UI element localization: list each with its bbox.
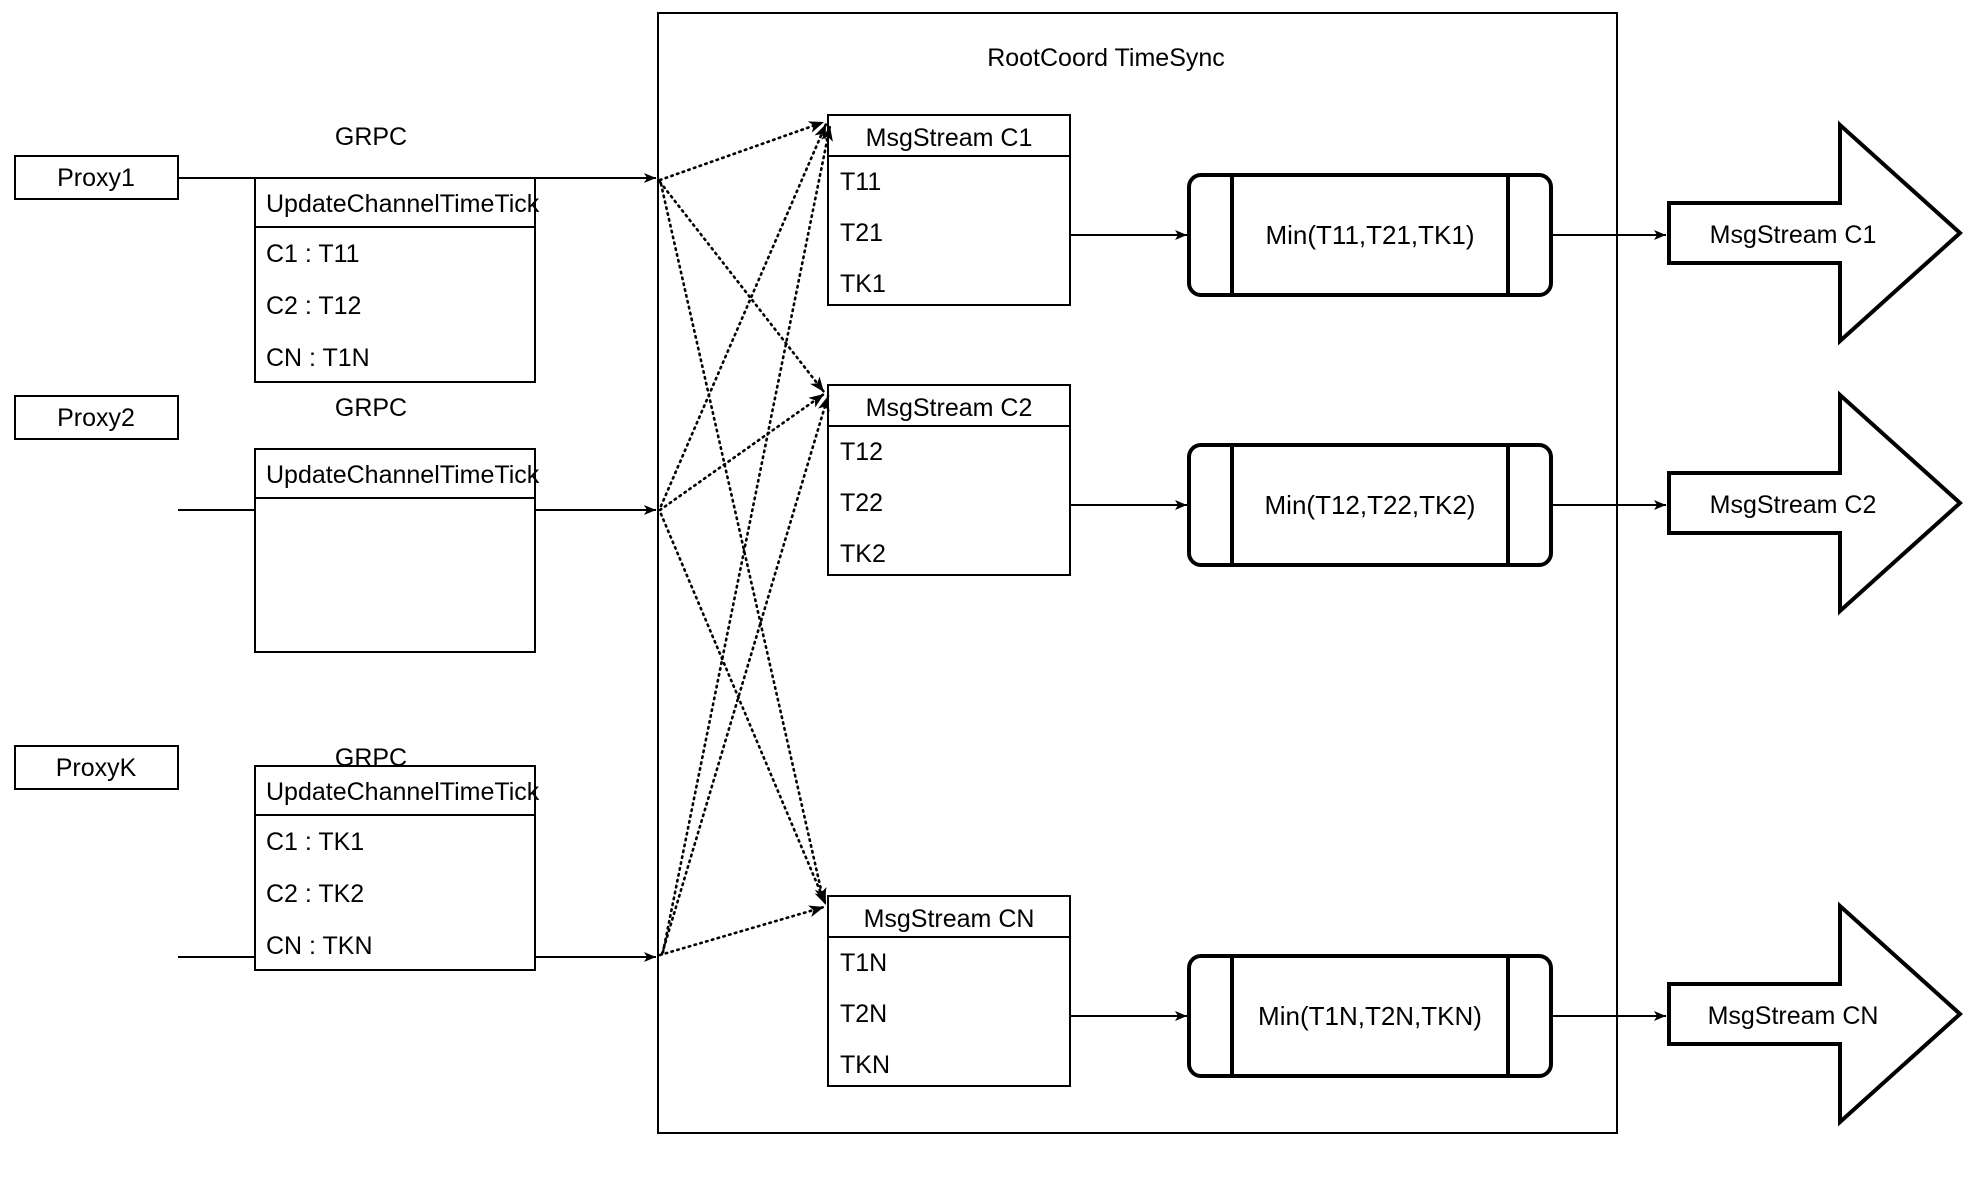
dispatch-link-3-3 xyxy=(658,905,826,957)
rpc-table-title: UpdateChannelTimeTick xyxy=(266,778,540,806)
msgstream-entry: T2N xyxy=(840,1000,887,1028)
min-label: Min(T12,T22,TK2) xyxy=(1265,490,1476,520)
rpc-entry: C1 : T11 xyxy=(266,240,360,268)
min-label: Min(T1N,T2N,TKN) xyxy=(1258,1001,1482,1031)
rpc-table-body xyxy=(254,814,536,971)
msgstream-title: MsgStream CN xyxy=(864,905,1035,933)
msgstream-entry: T21 xyxy=(840,219,883,247)
proxy-label: Proxy2 xyxy=(57,404,135,432)
output-label: MsgStream CN xyxy=(1708,1002,1879,1030)
rpc-entry: C2 : T12 xyxy=(266,292,361,320)
proxy-box[interactable] xyxy=(14,395,179,440)
msgstream-entry: TK1 xyxy=(840,270,886,298)
dispatch-link-1-1 xyxy=(658,120,826,182)
proxy-box[interactable] xyxy=(14,745,179,790)
msgstream-title: MsgStream C1 xyxy=(866,124,1033,152)
dispatch-link-1-2 xyxy=(658,180,826,394)
dispatch-link-2-3 xyxy=(659,512,828,907)
msgstream-title: MsgStream C2 xyxy=(866,394,1033,422)
rpc-table-body xyxy=(254,497,536,653)
output-label: MsgStream C1 xyxy=(1710,221,1877,249)
protocol-label: GRPC xyxy=(335,123,407,151)
msgstream-entry: T1N xyxy=(840,949,887,977)
msgstream-entry: T11 xyxy=(840,168,881,196)
rpc-entry: CN : T1N xyxy=(266,344,370,372)
msgstream-box xyxy=(827,895,1071,1087)
output-block-arrow xyxy=(1667,390,1963,616)
rpc-table xyxy=(254,765,536,816)
msgstream-box xyxy=(827,384,1071,576)
msgstream-box xyxy=(827,114,1071,306)
rpc-entry: C2 : TK2 xyxy=(266,880,364,908)
rpc-table-title: UpdateChannelTimeTick xyxy=(266,461,540,489)
output-block-arrow xyxy=(1667,901,1963,1127)
output-label: MsgStream C2 xyxy=(1710,491,1877,519)
msgstream-entry: T22 xyxy=(840,489,883,517)
msgstream-entry: TK2 xyxy=(840,540,886,568)
rpc-table xyxy=(254,177,536,383)
rpc-entry: CN : TKN xyxy=(266,932,373,960)
min-label: Min(T11,T21,TK1) xyxy=(1265,220,1474,250)
dispatch-link-1-3 xyxy=(659,182,827,905)
msgstream-entry: T12 xyxy=(840,438,883,466)
proxy-label: ProxyK xyxy=(56,754,137,782)
dispatch-link-3-2 xyxy=(660,394,830,956)
proxy-label: Proxy1 xyxy=(57,164,135,192)
protocol-label: GRPC xyxy=(335,394,407,422)
rootcoord-title: RootCoord TimeSync xyxy=(987,44,1225,72)
dispatch-link-2-2 xyxy=(658,392,826,512)
dispatch-link-2-1 xyxy=(659,122,828,508)
msgstream-entry: TKN xyxy=(840,1051,890,1079)
dispatch-link-3-1 xyxy=(661,124,833,954)
rpc-table-title: UpdateChannelTimeTick xyxy=(266,190,540,218)
proxy-box[interactable] xyxy=(14,155,179,200)
output-block-arrow xyxy=(1667,120,1963,346)
rpc-entry: C1 : TK1 xyxy=(266,828,364,856)
